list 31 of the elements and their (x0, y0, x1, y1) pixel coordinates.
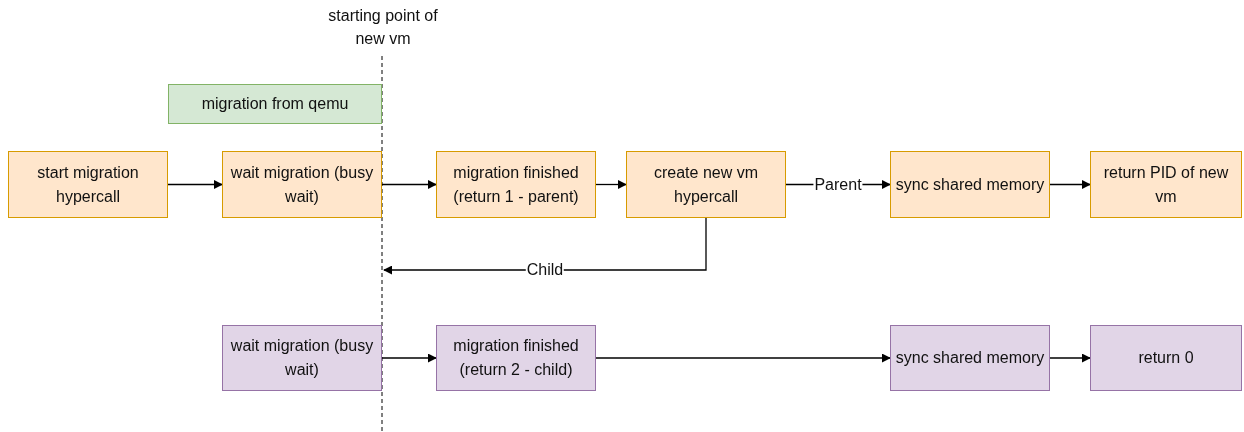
arrow (595, 353, 891, 363)
box-label: sync shared memory (895, 174, 1045, 195)
process-box (168, 84, 382, 124)
arrow (383, 217, 707, 275)
process-box (436, 325, 596, 391)
process-box (890, 325, 1050, 391)
box-label: migration finished (return 1 - parent) (452, 162, 580, 207)
arrow (167, 180, 223, 189)
process-box (222, 325, 382, 391)
process-box (626, 151, 786, 218)
process-box (436, 151, 596, 218)
box-label: start migration hypercall (36, 162, 140, 207)
box-label: wait migration (busy wait) (229, 162, 375, 207)
box-label: migration from qemu (201, 94, 349, 114)
arrow (595, 180, 627, 189)
process-box (222, 151, 382, 218)
box-label: create new vm hypercall (652, 162, 759, 207)
process-box (1090, 325, 1242, 391)
process-box (8, 151, 168, 218)
box-label: wait migration (busy wait) (229, 336, 375, 380)
process-box (1090, 151, 1242, 218)
box-label: migration finished (return 2 - child) (452, 336, 580, 380)
box-label: return 0 (1138, 348, 1194, 368)
arrow (1049, 353, 1091, 363)
arrow (381, 180, 437, 189)
annotation-text: starting point of new vm (327, 6, 439, 50)
arrow (381, 353, 437, 363)
process-box (890, 151, 1050, 218)
arrow (1049, 180, 1091, 189)
box-label: return PID of new vm (1102, 162, 1230, 207)
box-label: sync shared memory (895, 348, 1045, 368)
